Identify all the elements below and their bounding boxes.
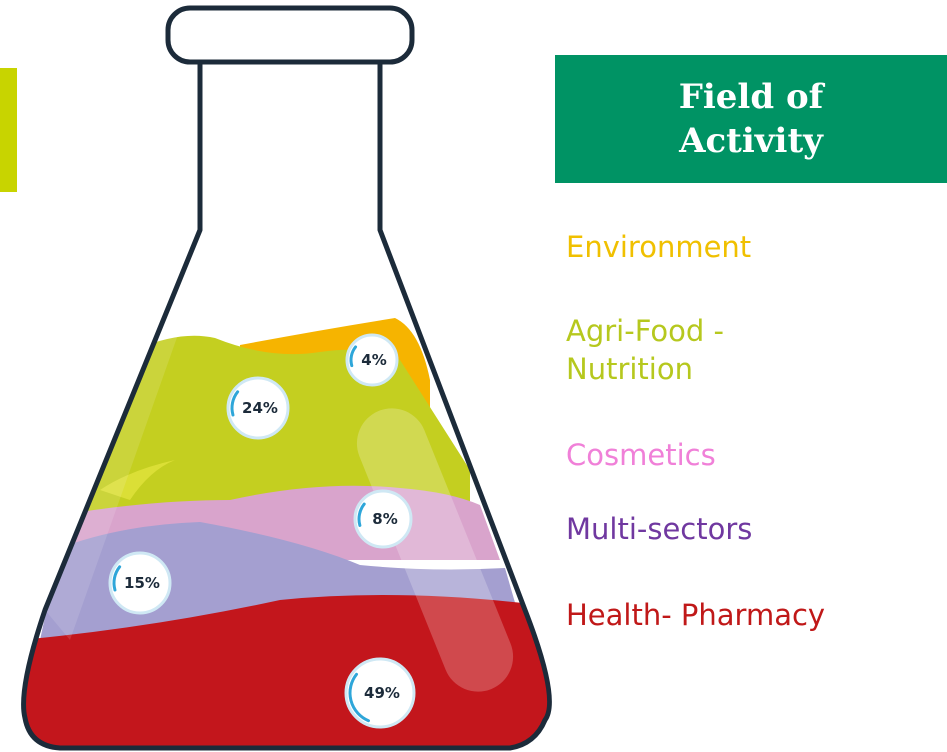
legend-cosmetics: Cosmetics bbox=[566, 438, 716, 472]
accent-bar bbox=[0, 68, 17, 192]
legend-multi-sectors: Multi-sectors bbox=[566, 512, 753, 546]
badge-arc bbox=[348, 672, 370, 723]
badge-circle bbox=[353, 489, 413, 549]
badge-label: 24% bbox=[242, 399, 278, 417]
glass-highlight bbox=[356, 408, 514, 692]
badge-arc bbox=[357, 502, 366, 527]
badge-arc bbox=[112, 565, 122, 592]
flask-outline bbox=[21, 62, 552, 751]
badge-label: 4% bbox=[361, 351, 386, 369]
badge-arc bbox=[349, 345, 358, 368]
badge-label: 15% bbox=[124, 574, 160, 592]
flask-liquid bbox=[23, 230, 550, 748]
badge-circle bbox=[345, 333, 399, 387]
badge-label: 49% bbox=[364, 684, 400, 702]
badge-circle bbox=[226, 376, 290, 440]
layer-health-pharmacy bbox=[23, 595, 550, 748]
legend-health-pharmacy: Health- Pharmacy bbox=[566, 598, 826, 632]
flask-diagram: 4% 24% 8% 15% 49% bbox=[21, 5, 552, 751]
badge-arc bbox=[230, 390, 240, 417]
legend-environment: Environment bbox=[566, 230, 752, 264]
badge-multi-sectors: 15% bbox=[108, 551, 172, 615]
flask-lip bbox=[165, 5, 415, 65]
layer-agri-food-highlight bbox=[100, 460, 175, 500]
title-box: Field of Activity bbox=[555, 55, 947, 183]
badge-health-pharmacy: 49% bbox=[344, 657, 416, 729]
page-title: Field of Activity bbox=[678, 77, 824, 161]
badge-circle bbox=[344, 657, 416, 729]
glass-left-shadow bbox=[45, 230, 215, 640]
badge-label: 8% bbox=[372, 510, 397, 528]
legend-agri-food: Agri-Food - Nutrition bbox=[566, 314, 724, 386]
badge-agri-food-nutrition: 24% bbox=[226, 376, 290, 440]
badge-environment: 4% bbox=[345, 333, 399, 387]
badge-cosmetics: 8% bbox=[353, 489, 413, 549]
badge-circle bbox=[108, 551, 172, 615]
